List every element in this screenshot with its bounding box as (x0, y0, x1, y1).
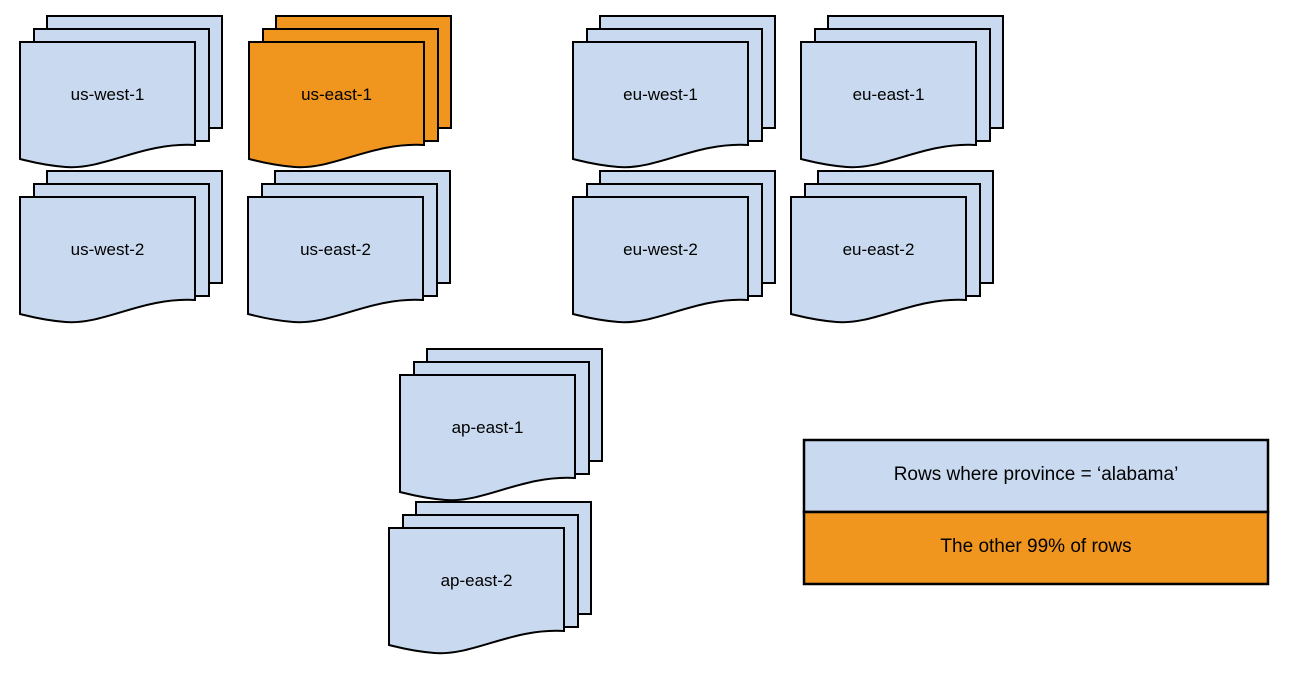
document-stack-eu-west-2[interactable] (572, 170, 776, 324)
document-stack-eu-east-1[interactable] (800, 15, 1004, 169)
document-sheet-front (790, 196, 967, 324)
document-sheet-front (572, 196, 749, 324)
document-sheet-front (19, 41, 196, 169)
document-sheet-front (399, 374, 576, 502)
document-stack-us-east-1[interactable] (248, 15, 452, 169)
document-sheet-front (572, 41, 749, 169)
document-stack-eu-west-1[interactable] (572, 15, 776, 169)
document-stack-ap-east-1[interactable] (399, 348, 603, 502)
document-sheet-front (19, 196, 196, 324)
document-stack-us-east-2[interactable] (247, 170, 451, 324)
document-sheet-front (800, 41, 977, 169)
document-sheet-front (247, 196, 424, 324)
document-stack-us-west-1[interactable] (19, 15, 223, 169)
document-stack-eu-east-2[interactable] (790, 170, 994, 324)
document-sheet-front (388, 527, 565, 655)
legend-swatch-legend-blue (802, 438, 1270, 514)
legend (802, 438, 1270, 586)
document-stack-us-west-2[interactable] (19, 170, 223, 324)
legend-swatch-legend-orange (802, 510, 1270, 586)
document-stack-ap-east-2[interactable] (388, 501, 592, 655)
document-sheet-front (248, 41, 425, 169)
